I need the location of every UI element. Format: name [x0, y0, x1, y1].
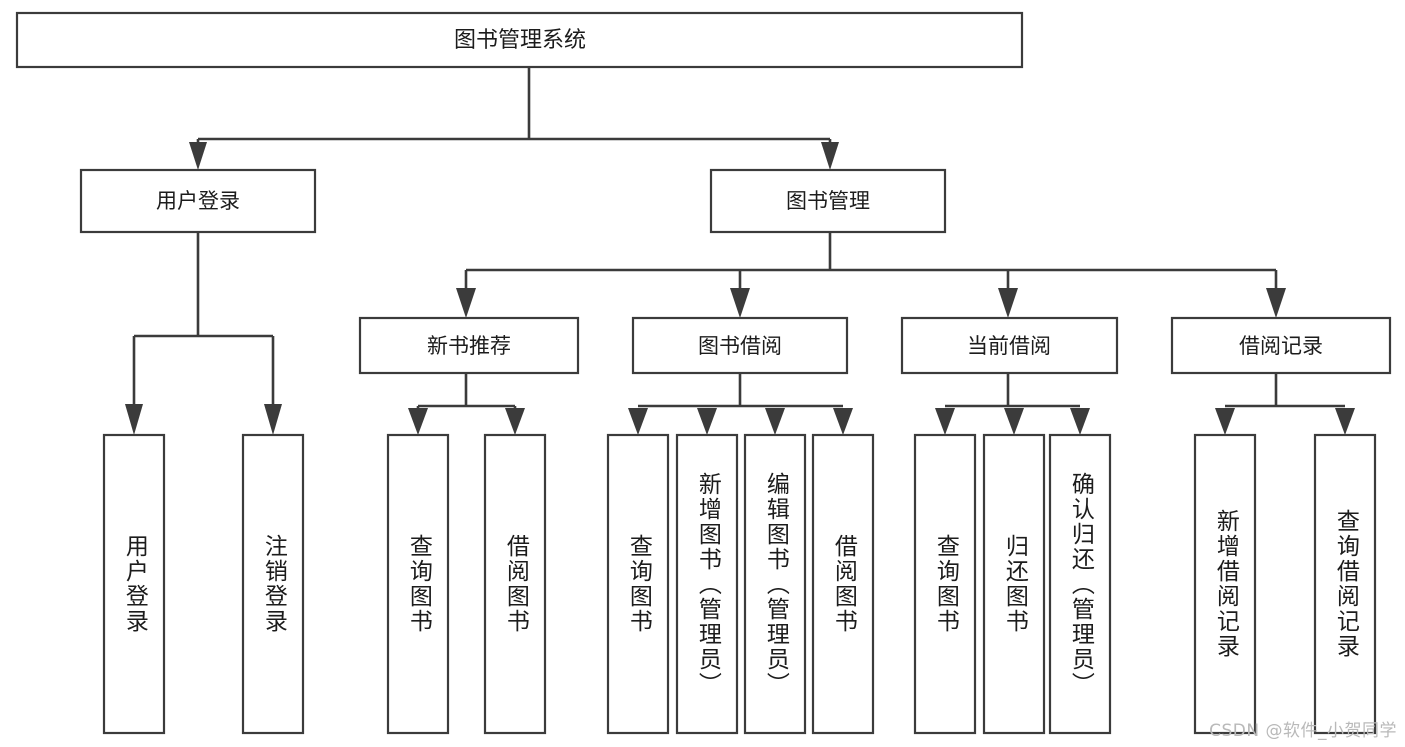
- arrow-l3-1-icon: [456, 288, 476, 318]
- leaf-query-book-rec-box[interactable]: [386, 433, 450, 735]
- arrow-to-user-login-icon: [189, 142, 207, 170]
- arrow-bb-leaf1-icon: [628, 408, 648, 435]
- node-new-book-rec-label: 新书推荐: [427, 334, 511, 358]
- watermark-text: CSDN @软件_小贺同学: [1209, 721, 1397, 741]
- node-book-manage-box[interactable]: [709, 168, 947, 234]
- node-current-borrow-box[interactable]: [900, 316, 1119, 375]
- node-user-login-label: 用户登录: [156, 189, 240, 213]
- arrow-cb-leaf2-icon: [1004, 408, 1024, 435]
- arrow-userlogin-leaf2-icon: [264, 404, 282, 435]
- arrow-br-leaf2-icon: [1335, 408, 1355, 435]
- arrow-l3-4-icon: [1266, 288, 1286, 318]
- leaf-borrow-book-bb-box[interactable]: [811, 433, 875, 735]
- node-book-manage-label: 图书管理: [786, 189, 870, 213]
- arrow-rec-leaf1-icon: [408, 408, 428, 435]
- node-borrow-record-box[interactable]: [1170, 316, 1392, 375]
- node-book-borrow-box[interactable]: [631, 316, 849, 375]
- node-borrow-record-label: 借阅记录: [1239, 334, 1323, 358]
- leaf-query-book-cb-box[interactable]: [913, 433, 977, 735]
- leaf-confirm-return-box[interactable]: [1048, 433, 1112, 735]
- node-new-book-rec-box[interactable]: [358, 316, 580, 375]
- leaf-user-login-box[interactable]: [102, 433, 166, 735]
- arrow-to-book-manage-icon: [821, 142, 839, 170]
- node-user-login-box[interactable]: [79, 168, 317, 234]
- leaf-borrow-book-rec-box[interactable]: [483, 433, 547, 735]
- arrow-userlogin-leaf1-icon: [125, 404, 143, 435]
- leaf-query-record-box[interactable]: [1313, 433, 1377, 735]
- arrow-bb-leaf3-icon: [765, 408, 785, 435]
- node-root-label: 图书管理系统: [454, 28, 586, 53]
- node-layer: 图书管理系统 用户登录 图书管理 新书推荐 图书借阅 当前借阅 借阅记录: [15, 11, 1392, 735]
- arrow-cb-leaf3-icon: [1070, 408, 1090, 435]
- node-current-borrow-label: 当前借阅: [967, 334, 1051, 358]
- leaf-logout-box[interactable]: [241, 433, 305, 735]
- arrow-cb-leaf1-icon: [935, 408, 955, 435]
- leaf-add-record-box[interactable]: [1193, 433, 1257, 735]
- connector-layer: [125, 67, 1355, 435]
- node-root-box[interactable]: [15, 11, 1024, 69]
- leaf-add-book-box[interactable]: [675, 433, 739, 735]
- arrow-bb-leaf2-icon: [697, 408, 717, 435]
- leaf-query-book-bb-box[interactable]: [606, 433, 670, 735]
- arrow-l3-3-icon: [998, 288, 1018, 318]
- leaf-return-book-box[interactable]: [982, 433, 1046, 735]
- node-book-borrow-label: 图书借阅: [698, 334, 782, 358]
- arrow-l3-2-icon: [730, 288, 750, 318]
- leaf-edit-book-box[interactable]: [743, 433, 807, 735]
- arrow-bb-leaf4-icon: [833, 408, 853, 435]
- arrow-br-leaf1-icon: [1215, 408, 1235, 435]
- arrow-rec-leaf2-icon: [505, 408, 525, 435]
